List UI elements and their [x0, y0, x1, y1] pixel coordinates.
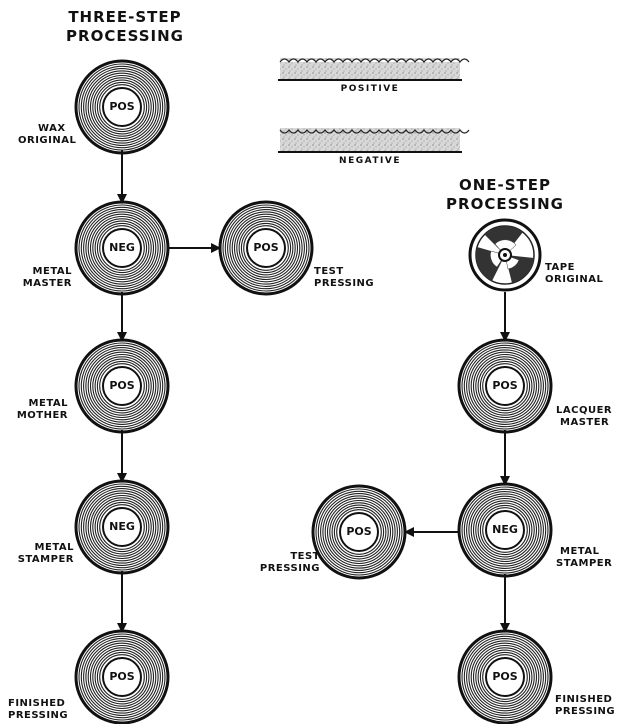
label-line: WAX	[38, 123, 66, 134]
label-line: PRESSING	[314, 278, 375, 289]
one-step-title-line2: PROCESSING	[446, 195, 564, 213]
label-metal-master: METAL MASTER	[10, 266, 72, 290]
three-step-title: THREE-STEP PROCESSING	[60, 8, 190, 46]
label-metal-mother: METAL MOTHER	[10, 398, 68, 422]
label-tape-original: TAPE ORIGINAL	[545, 262, 603, 286]
label-line: METAL	[28, 398, 68, 409]
disc-test-pressing-three-step	[218, 200, 314, 296]
three-step-title-line2: PROCESSING	[66, 27, 184, 45]
label-line: PRESSING	[259, 563, 320, 574]
label-line: MASTER	[560, 417, 610, 428]
label-test-pressing-one-step: TEST PRESSING	[256, 551, 320, 575]
disc-text: POS	[346, 525, 372, 538]
label-finished-pressing-three-step: FINISHED PRESSING	[8, 698, 68, 722]
disc-text: POS	[109, 100, 135, 113]
disc-text: POS	[492, 379, 518, 392]
disc-text: NEG	[492, 523, 518, 536]
disc-text: NEG	[109, 241, 135, 254]
positive-groove-illustration	[278, 58, 470, 81]
label-test-pressing-three-step: TEST PRESSING	[314, 266, 374, 290]
label-line: TAPE	[545, 262, 575, 273]
disc-finished-pressing-one-step	[457, 629, 553, 724]
negative-label: NEGATIVE	[339, 156, 401, 166]
label-line: STAMPER	[556, 558, 613, 569]
tape-reel-icon	[468, 218, 542, 292]
disc-text: POS	[109, 670, 135, 683]
label-line: PRESSING	[8, 710, 69, 721]
label-line: TEST	[290, 551, 320, 562]
label-line: MOTHER	[16, 410, 68, 421]
label-metal-stamper-one-step: METAL STAMPER	[556, 546, 612, 570]
label-line: TEST	[314, 266, 344, 277]
disc-test-pressing-one-step	[311, 484, 407, 580]
disc-metal-stamper-three-step	[74, 479, 170, 575]
label-line: ORIGINAL	[545, 274, 604, 285]
label-line: STAMPER	[17, 554, 74, 565]
label-line: ORIGINAL	[18, 135, 77, 146]
three-step-title-line1: THREE-STEP	[68, 8, 182, 26]
label-lacquer-master: LACQUER MASTER	[556, 405, 612, 429]
label-line: LACQUER	[556, 405, 613, 416]
label-metal-stamper-three-step: METAL STAMPER	[10, 542, 74, 566]
one-step-title: ONE-STEP PROCESSING	[440, 176, 570, 214]
disc-text: POS	[109, 379, 135, 392]
label-line: METAL	[32, 266, 72, 277]
label-wax-original: WAX ORIGINAL	[18, 123, 76, 147]
label-line: PRESSING	[555, 706, 616, 717]
disc-text: POS	[253, 241, 279, 254]
negative-groove-illustration	[278, 128, 470, 153]
label-line: FINISHED	[555, 694, 613, 705]
disc-wax-original	[74, 59, 170, 155]
label-finished-pressing-one-step: FINISHED PRESSING	[555, 694, 615, 718]
label-line: MASTER	[22, 278, 72, 289]
label-line: METAL	[560, 546, 600, 557]
disc-lacquer-master	[457, 338, 553, 434]
positive-label: POSITIVE	[340, 84, 400, 94]
disc-text: NEG	[109, 520, 135, 533]
label-line: METAL	[34, 542, 74, 553]
one-step-title-line1: ONE-STEP	[458, 176, 552, 194]
label-line: FINISHED	[8, 698, 66, 709]
disc-text: POS	[492, 670, 518, 683]
